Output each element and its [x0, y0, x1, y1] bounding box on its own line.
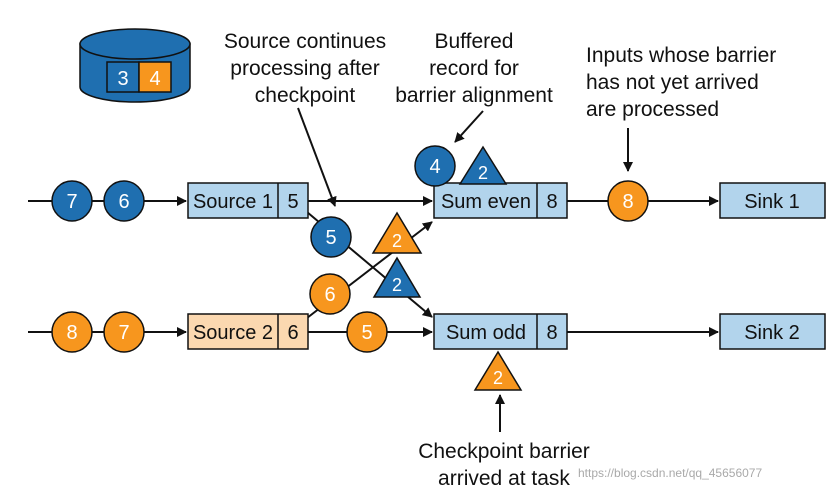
operator-sink2: Sink 2 — [719, 313, 826, 350]
sink1-label: Sink 1 — [744, 191, 800, 213]
record-buffered: 4 — [414, 145, 456, 187]
sum-even-label: Sum even — [441, 191, 531, 213]
record-cross-odd: 5 — [310, 216, 352, 258]
svg-text:5: 5 — [325, 227, 336, 249]
svg-text:2: 2 — [392, 275, 402, 295]
state-slot-1 — [106, 61, 140, 93]
svg-text:8: 8 — [622, 191, 633, 213]
svg-text:2: 2 — [392, 231, 402, 251]
operator-sink1: Sink 1 — [719, 182, 826, 219]
sum-odd-label: Sum odd — [446, 322, 526, 344]
state-backend-cylinder: 3 4 — [79, 28, 191, 103]
source2-state: 6 — [287, 322, 298, 344]
record-from-source2: 6 — [309, 273, 351, 315]
operator-sum-odd: Sum odd 8 — [433, 313, 568, 350]
state-slot-2 — [138, 61, 172, 93]
svg-text:7: 7 — [66, 191, 77, 213]
record-to-sink1: 8 — [607, 180, 649, 222]
svg-text:2: 2 — [493, 368, 503, 388]
annotation-source-continues: Source continues processing after checkp… — [223, 30, 387, 107]
svg-text:2: 2 — [478, 163, 488, 183]
stream-lines — [28, 107, 719, 432]
barrier-cross-down: 2 — [372, 256, 422, 298]
svg-text:5: 5 — [361, 322, 372, 344]
record-stream2-a: 8 — [51, 311, 93, 353]
svg-text:8: 8 — [66, 322, 77, 344]
source1-state: 5 — [287, 191, 298, 213]
record-stream1-b: 6 — [103, 180, 145, 222]
svg-text:7: 7 — [118, 322, 129, 344]
annotation-buffered-record: Buffered record for barrier alignment — [395, 30, 553, 107]
svg-text:6: 6 — [118, 191, 129, 213]
annotation-barrier-arrived: Checkpoint barrier arrived at task — [418, 440, 590, 490]
state-value-1: 3 — [117, 68, 128, 90]
operator-source2: Source 2 6 — [187, 313, 309, 350]
source2-label: Source 2 — [193, 322, 273, 344]
sum-odd-state: 8 — [546, 322, 557, 344]
operator-source1: Source 1 5 — [187, 182, 309, 219]
svg-text:4: 4 — [429, 156, 440, 178]
record-stream2-b: 7 — [103, 311, 145, 353]
sink2-label: Sink 2 — [744, 322, 800, 344]
source1-label: Source 1 — [193, 191, 273, 213]
annotation-inputs-processed: Inputs whose barrier has not yet arrived… — [586, 44, 777, 121]
barrier-sum-odd: 2 — [473, 350, 523, 391]
barrier-sum-even: 2 — [458, 145, 508, 185]
sum-even-state: 8 — [546, 191, 557, 213]
watermark: https://blog.csdn.net/qq_45656077 — [578, 466, 763, 480]
record-to-sum-odd: 5 — [346, 311, 388, 353]
operator-sum-even: Sum even 8 — [433, 182, 568, 219]
barrier-cross-up: 2 — [371, 211, 423, 254]
svg-text:6: 6 — [324, 284, 335, 306]
state-value-2: 4 — [149, 68, 160, 90]
record-stream1-a: 7 — [51, 180, 93, 222]
